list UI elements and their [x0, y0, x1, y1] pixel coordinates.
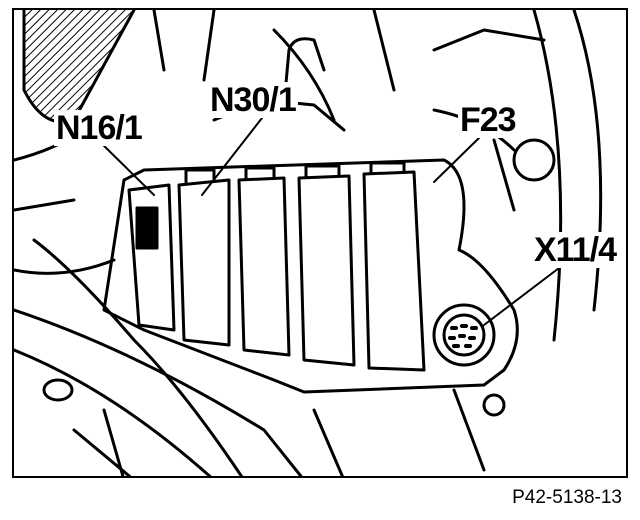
module-n30-1: [177, 178, 231, 347]
lower-pipes: [14, 238, 303, 476]
leader-n16-1: [95, 137, 155, 196]
label-n16-1: N16/1: [54, 109, 144, 147]
leader-f23: [433, 137, 480, 183]
leader-x11-4: [483, 267, 560, 326]
module-housing-f23: [102, 158, 519, 394]
grille: [22, 10, 136, 124]
figure-reference: P42-5138-13: [512, 487, 622, 508]
engine-bay-illustration: [14, 10, 603, 476]
module-n16-1: [127, 183, 176, 332]
background-structure: [152, 10, 603, 342]
diagram-frame: N16/1 N30/1 F23 X11/4: [12, 8, 628, 478]
label-f23: F23: [458, 101, 518, 139]
label-x11-4: X11/4: [532, 231, 618, 269]
label-n30-1: N30/1: [208, 81, 298, 119]
leader-n30-1: [201, 117, 263, 196]
connector-x11-4: [432, 303, 496, 367]
